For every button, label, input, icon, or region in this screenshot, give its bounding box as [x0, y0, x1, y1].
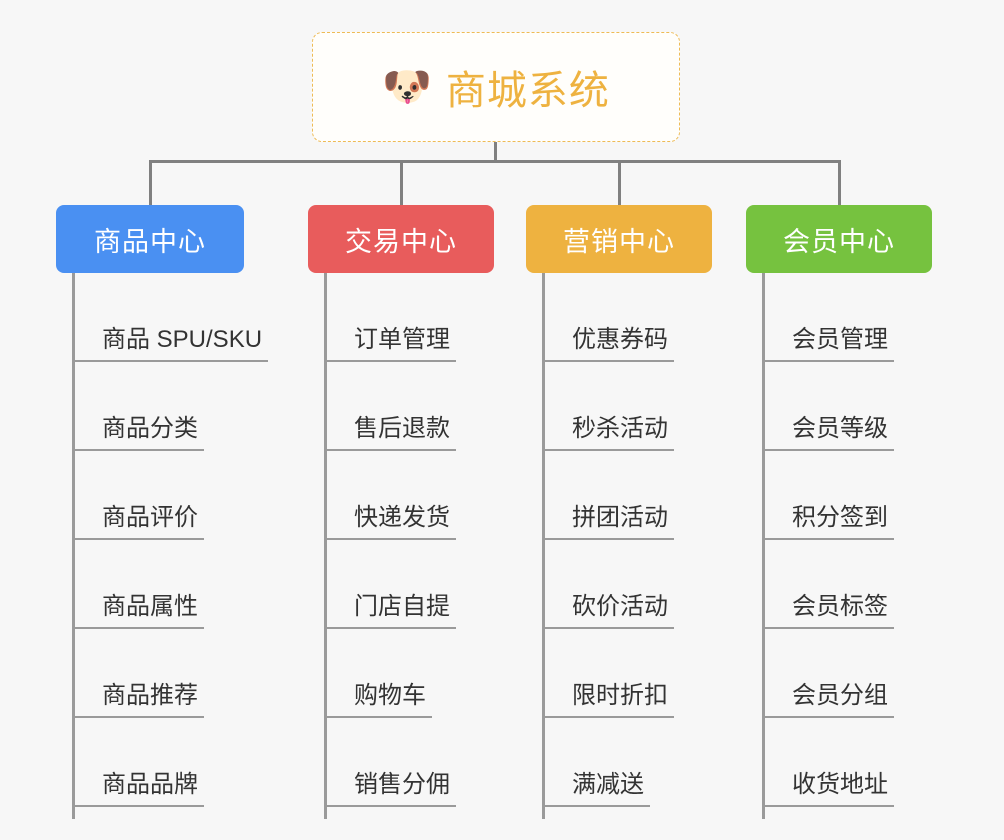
connector-drop-1 [149, 160, 152, 205]
root-title: 商城系统 [445, 69, 610, 113]
leaf-label: 门店自提 [324, 592, 456, 629]
list-item[interactable]: 满减送 [542, 718, 728, 807]
leaf-label: 会员分组 [762, 681, 894, 718]
leaf-label: 砍价活动 [542, 592, 674, 629]
leaf-label: 商品分类 [72, 414, 204, 451]
leaf-label: 商品属性 [72, 592, 204, 629]
leaf-label: 会员等级 [762, 414, 894, 451]
connector-bus [149, 160, 841, 163]
list-item[interactable]: 商品 SPU/SKU [72, 273, 269, 362]
list-item[interactable]: 优惠券码 [542, 273, 728, 362]
list-item[interactable]: 销售分佣 [324, 718, 510, 807]
branch-spine-4 [762, 273, 765, 819]
branch-header-3[interactable]: 营销中心 [526, 205, 712, 273]
branch-items-2: 订单管理 售后退款 快递发货 门店自提 购物车 销售分佣 [324, 273, 510, 807]
list-item[interactable]: 购物车 [324, 629, 510, 718]
leaf-label: 积分签到 [762, 503, 894, 540]
list-item[interactable]: 砍价活动 [542, 540, 728, 629]
list-item[interactable]: 秒杀活动 [542, 362, 728, 451]
list-item[interactable]: 门店自提 [324, 540, 510, 629]
shiba-dog-face-icon: 🐶 [382, 65, 432, 109]
leaf-label: 商品推荐 [72, 681, 204, 718]
list-item[interactable]: 会员等级 [762, 362, 948, 451]
leaf-label: 会员标签 [762, 592, 894, 629]
leaf-label: 限时折扣 [542, 681, 674, 718]
leaf-label: 秒杀活动 [542, 414, 674, 451]
connector-drop-3 [618, 160, 621, 205]
list-item[interactable]: 拼团活动 [542, 451, 728, 540]
list-item[interactable]: 商品分类 [72, 362, 260, 451]
branch-spine-3 [542, 273, 545, 819]
list-item[interactable]: 商品推荐 [72, 629, 260, 718]
branch-items-3: 优惠券码 秒杀活动 拼团活动 砍价活动 限时折扣 满减送 [542, 273, 728, 807]
connector-drop-4 [838, 160, 841, 205]
leaf-label: 商品品牌 [72, 770, 204, 807]
leaf-label: 订单管理 [324, 325, 456, 362]
leaf-label: 会员管理 [762, 325, 894, 362]
list-item[interactable]: 收货地址 [762, 718, 948, 807]
branch-header-1[interactable]: 商品中心 [56, 205, 244, 273]
list-item[interactable]: 商品属性 [72, 540, 260, 629]
list-item[interactable]: 积分签到 [762, 451, 948, 540]
list-item[interactable]: 商品品牌 [72, 718, 260, 807]
branch-spine-1 [72, 273, 75, 819]
branch-header-2[interactable]: 交易中心 [308, 205, 494, 273]
leaf-label: 商品评价 [72, 503, 204, 540]
root-node[interactable]: 🐶 商城系统 [312, 32, 680, 142]
connector-drop-2 [400, 160, 403, 205]
leaf-label: 购物车 [324, 681, 432, 718]
connector-trunk [494, 142, 497, 162]
list-item[interactable]: 会员分组 [762, 629, 948, 718]
leaf-label: 快递发货 [324, 503, 456, 540]
list-item[interactable]: 快递发货 [324, 451, 510, 540]
leaf-label: 满减送 [542, 770, 650, 807]
list-item[interactable]: 会员管理 [762, 273, 948, 362]
leaf-label: 售后退款 [324, 414, 456, 451]
leaf-label: 商品 SPU/SKU [72, 325, 269, 362]
branch-header-4[interactable]: 会员中心 [746, 205, 932, 273]
list-item[interactable]: 售后退款 [324, 362, 510, 451]
leaf-label: 销售分佣 [324, 770, 456, 807]
list-item[interactable]: 商品评价 [72, 451, 260, 540]
branch-items-1: 商品 SPU/SKU 商品分类 商品评价 商品属性 商品推荐 商品品牌 [72, 273, 269, 807]
leaf-label: 拼团活动 [542, 503, 674, 540]
leaf-label: 收货地址 [762, 770, 894, 807]
list-item[interactable]: 限时折扣 [542, 629, 728, 718]
branch-items-4: 会员管理 会员等级 积分签到 会员标签 会员分组 收货地址 [762, 273, 948, 807]
list-item[interactable]: 会员标签 [762, 540, 948, 629]
list-item[interactable]: 订单管理 [324, 273, 510, 362]
branch-spine-2 [324, 273, 327, 819]
leaf-label: 优惠券码 [542, 325, 674, 362]
